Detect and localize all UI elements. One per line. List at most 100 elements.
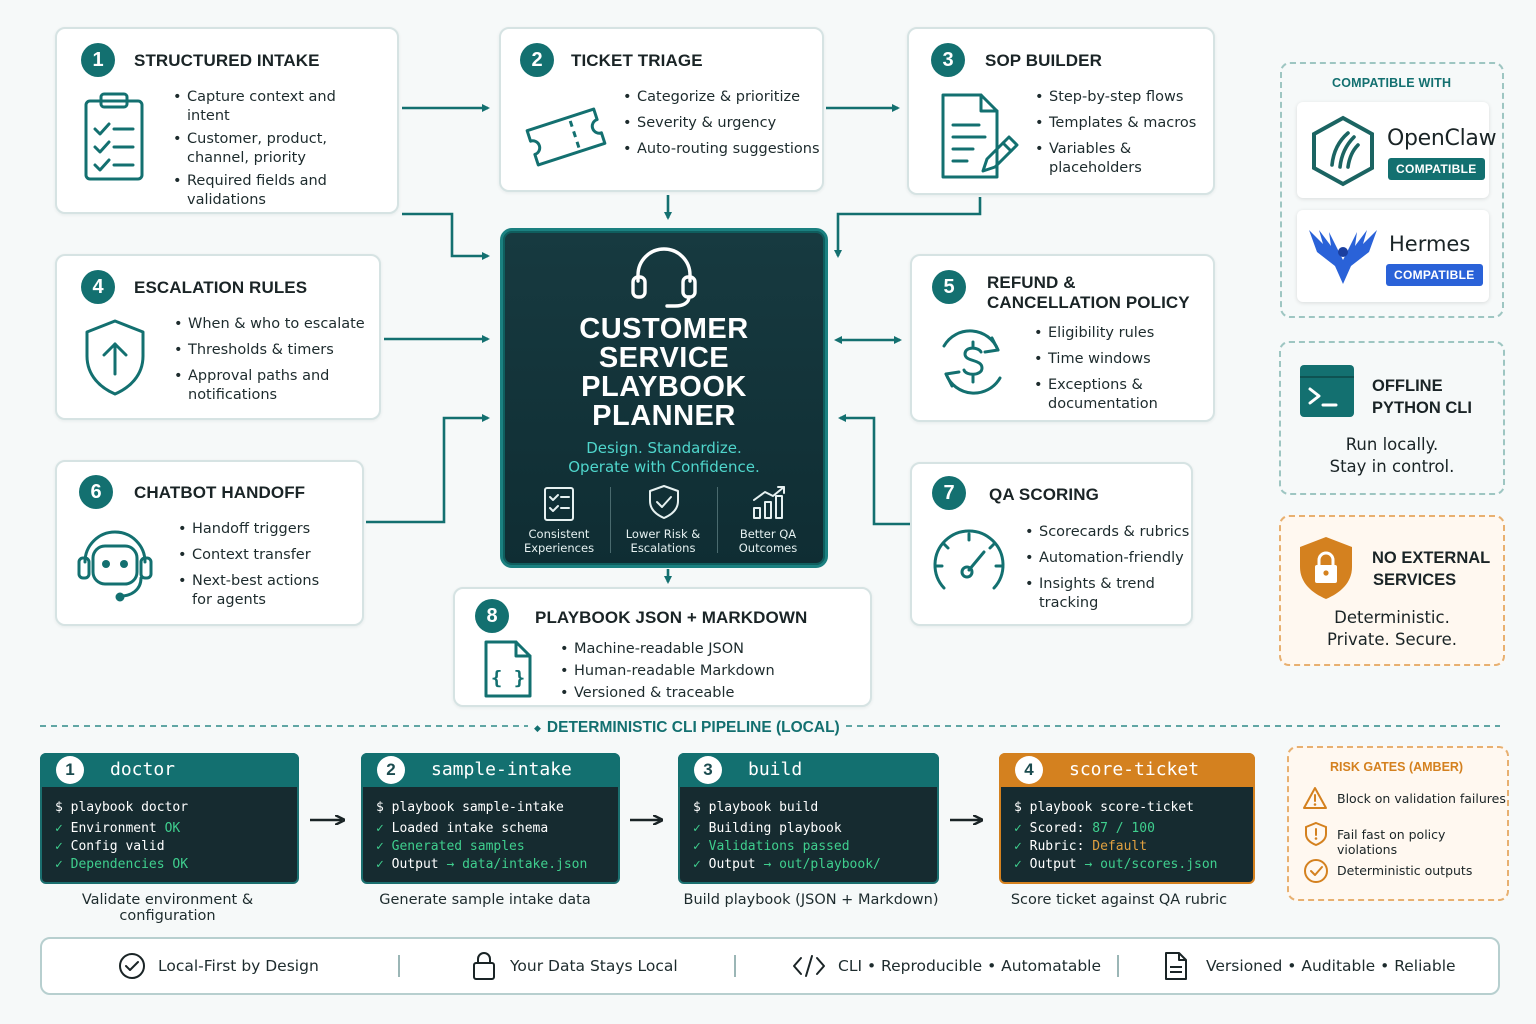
list-item: Context transfer xyxy=(176,546,356,565)
step-header: 3 build xyxy=(678,753,939,787)
offline-tagline: Run locally. Stay in control. xyxy=(1281,434,1503,478)
card-title: STRUCTURED INTAKE xyxy=(134,51,320,70)
list-item: Versioned & traceable xyxy=(558,684,848,702)
shield-arrow-up-icon xyxy=(85,319,145,396)
output-value: 87 / 100 xyxy=(1092,821,1155,836)
list-item: Automation-friendly xyxy=(1023,549,1193,568)
list-item: Time windows xyxy=(1032,350,1202,369)
list-item: Insights & trend tracking xyxy=(1023,575,1163,613)
compatible-heading: COMPATIBLE WITH xyxy=(1332,76,1452,90)
bullet-list: Scorecards & rubrics Automation-friendly… xyxy=(1023,523,1193,620)
output-line: ✓ Scored: 87 / 100 xyxy=(1014,821,1155,837)
bullet-list: Capture context and intent Customer, pro… xyxy=(171,88,381,217)
center-title-line: PLANNER xyxy=(592,400,736,432)
document-edit-icon xyxy=(941,93,1019,179)
step-number: 2 xyxy=(520,43,554,77)
compatible-with-panel: COMPATIBLE WITH OpenClaw COMPATIBLE Herm… xyxy=(1280,62,1504,318)
bullet-list: Machine-readable JSON Human-readable Mar… xyxy=(558,640,848,709)
list-item: Auto-routing suggestions xyxy=(621,140,821,159)
step-number: 8 xyxy=(475,599,509,633)
check-icon: ✓ xyxy=(376,857,392,872)
feature-lower-risk: Lower Risk & Escalations xyxy=(613,527,713,555)
footer-label: Your Data Stays Local xyxy=(510,957,678,975)
step-number: 2 xyxy=(377,756,405,784)
step-command-name: score-ticket xyxy=(1069,759,1200,780)
pipeline-step-score-ticket: 4 score-ticket $ playbook score-ticket ✓… xyxy=(999,753,1255,884)
no-external-tagline-line: Deterministic. xyxy=(1334,608,1450,627)
bullet-list: Handoff triggers Context transfer Next-b… xyxy=(176,520,356,617)
step-number: 1 xyxy=(56,756,84,784)
risk-heading: RISK GATES (AMBER) xyxy=(1330,760,1464,774)
risk-gates-panel: RISK GATES (AMBER) Block on validation f… xyxy=(1287,746,1509,901)
check-icon: ✓ xyxy=(376,839,392,854)
list-item: Severity & urgency xyxy=(621,114,821,133)
arrow-icon: → xyxy=(763,857,772,872)
card-title: SOP BUILDER xyxy=(985,51,1102,70)
no-external-services-panel: NO EXTERNAL SERVICES Deterministic. Priv… xyxy=(1279,515,1505,666)
output-line: ✓ Rubric: Default xyxy=(1014,839,1147,855)
check-icon: ✓ xyxy=(55,839,71,854)
no-external-tagline-line: Private. Secure. xyxy=(1327,630,1457,649)
center-title-line: CUSTOMER xyxy=(579,313,749,345)
card-ticket-triage: 2 TICKET TRIAGE Categorize & prioritize … xyxy=(499,27,824,192)
list-item: Scorecards & rubrics xyxy=(1023,523,1193,542)
output-line: ✓ Loaded intake schema xyxy=(376,821,548,837)
step-number: 6 xyxy=(79,475,113,509)
pipeline-heading-text: DETERMINISTIC CLI PIPELINE (LOCAL) xyxy=(546,719,840,736)
output-line: ✓ Environment OK xyxy=(55,821,180,837)
check-icon: ✓ xyxy=(55,821,71,836)
openclaw-name: OpenClaw xyxy=(1387,126,1497,151)
footer-separator xyxy=(398,955,400,977)
footer-item: Your Data Stays Local xyxy=(472,939,678,993)
risk-item: Deterministic outputs xyxy=(1337,863,1473,878)
output-value: Default xyxy=(1092,839,1148,854)
bullet-list: When & who to escalate Thresholds & time… xyxy=(172,315,372,412)
check-icon: ✓ xyxy=(693,857,709,872)
card-escalation-rules: 4 ESCALATION RULES When & who to escalat… xyxy=(55,254,381,420)
compatible-badge: COMPATIBLE xyxy=(1386,264,1483,286)
feature-better-qa: Better QA Outcomes xyxy=(718,527,818,555)
list-item: Handoff triggers xyxy=(176,520,356,539)
output-label: Building playbook xyxy=(708,821,842,836)
svg-text:{ }: { } xyxy=(491,667,525,689)
output-value: out/playbook/ xyxy=(779,857,881,872)
list-item: Categorize & prioritize xyxy=(621,88,821,107)
step-command-name: sample-intake xyxy=(431,759,572,780)
arrow-icon: → xyxy=(1084,857,1093,872)
list-item: Next-best actions for agents xyxy=(176,572,326,610)
hermes-tile: Hermes COMPATIBLE xyxy=(1297,210,1489,302)
terminal-icon xyxy=(1300,365,1354,417)
step-caption: Generate sample intake data xyxy=(379,892,591,908)
output-label: Output xyxy=(708,857,756,872)
check-icon: ✓ xyxy=(693,839,709,854)
list-item: Capture context and intent xyxy=(171,88,381,126)
output-label: Dependencies xyxy=(70,857,165,872)
footer-item: CLI • Reproducible • Automatable xyxy=(792,939,1101,993)
list-item: Machine-readable JSON xyxy=(558,640,848,658)
card-title: REFUND & CANCELLATION POLICY xyxy=(987,273,1190,312)
step-command-name: doctor xyxy=(110,759,176,780)
center-subtitle-line: Design. Standardize. xyxy=(586,439,742,457)
shield-lock-icon xyxy=(1300,537,1352,599)
output-line: ✓ Dependencies OK xyxy=(55,857,188,873)
center-title-line: SERVICE xyxy=(598,342,730,374)
hermes-wings-icon xyxy=(1309,230,1377,284)
shield-alert-icon xyxy=(1305,821,1327,847)
output-label: Environment xyxy=(70,821,157,836)
command-line: $ playbook build xyxy=(693,800,819,815)
check-circle-icon xyxy=(1304,859,1328,883)
no-external-title-line: SERVICES xyxy=(1373,571,1457,589)
card-qa-scoring: 7 QA SCORING Scorecards & rubrics Automa… xyxy=(910,462,1193,626)
feature-label: Consistent xyxy=(528,527,590,541)
card-title: TICKET TRIAGE xyxy=(571,51,703,70)
bullet-list: Categorize & prioritize Severity & urgen… xyxy=(621,88,821,166)
output-label: Output xyxy=(1029,857,1077,872)
feature-label: Outcomes xyxy=(738,541,798,555)
check-icon: ✓ xyxy=(1014,821,1030,836)
card-chatbot-handoff: 6 CHATBOT HANDOFF Handoff triggers Conte… xyxy=(55,460,364,626)
chatbot-headset-icon xyxy=(77,530,153,602)
step-command-name: build xyxy=(748,759,803,780)
feature-label: Escalations xyxy=(630,541,696,555)
output-value: valid xyxy=(125,839,165,854)
